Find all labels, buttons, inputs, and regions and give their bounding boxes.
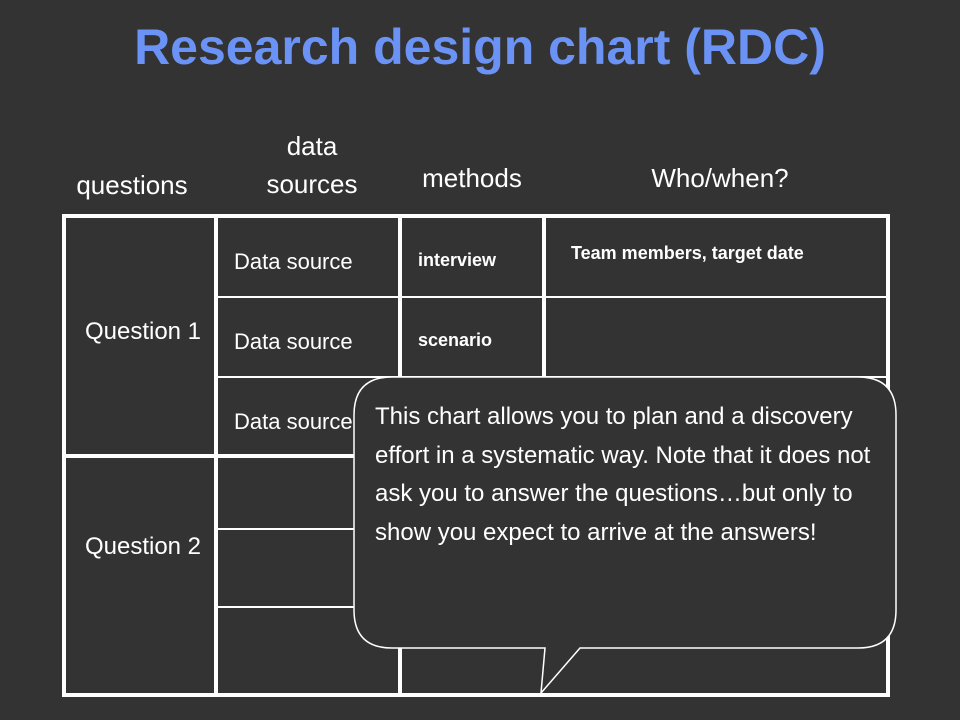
header-data-sources: data sources [266,131,358,199]
data-source-cell: Data source [234,409,353,434]
header-questions: questions [76,170,188,200]
speech-callout-bubble [353,376,897,696]
method-cell: interview [418,250,497,270]
page-title: Research design chart (RDC) [134,19,826,75]
data-source-cell: Data source [234,249,353,274]
who-when-cell: Team members, target date [571,243,804,263]
data-source-cell: Data source [234,329,353,354]
callout-text: This chart allows you to plan and a disc… [375,403,871,546]
header-methods: methods [422,163,522,193]
question-1-label: Question 1 [84,318,202,345]
question-2-label: Question 2 [84,533,202,560]
header-who-when: Who/when? [651,163,789,193]
method-cell: scenario [418,330,493,350]
